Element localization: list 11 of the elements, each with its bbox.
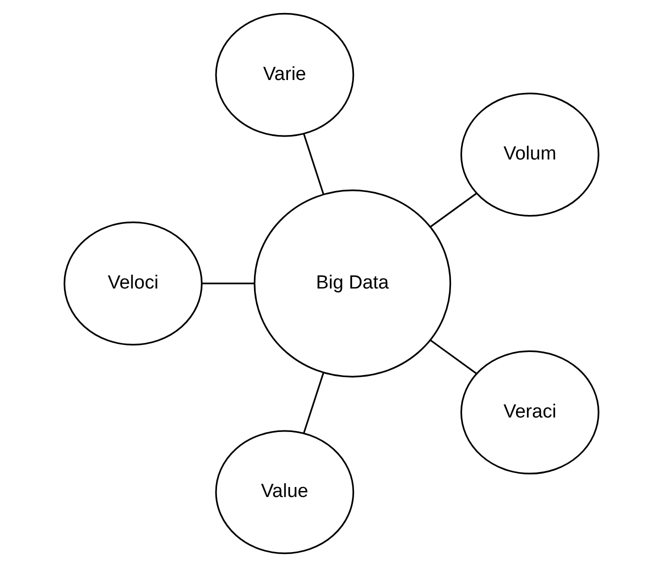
connector — [429, 192, 477, 228]
connector — [302, 134, 324, 195]
connector — [302, 372, 324, 434]
connector — [429, 339, 477, 374]
node-ellipse: Varie — [214, 12, 354, 137]
connector — [202, 282, 254, 284]
node-ellipse: Veloci — [63, 222, 202, 346]
node-circle: Big Data — [253, 190, 451, 378]
node-ellipse: Veraci — [460, 350, 599, 474]
node-ellipse: Volum — [460, 92, 599, 217]
node-ellipse: Value — [214, 430, 354, 554]
